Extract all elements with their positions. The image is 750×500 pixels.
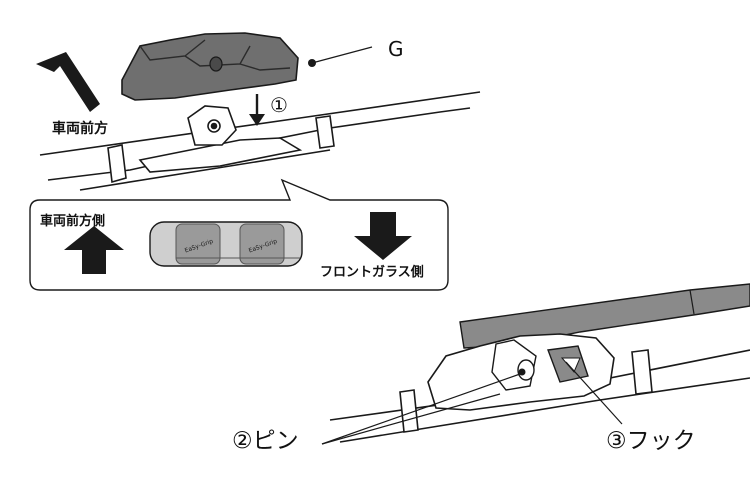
hook-leader: [565, 361, 623, 425]
pin-label: ②ピン: [232, 428, 299, 454]
part-g: [121, 32, 299, 101]
inset-windshield-side-label: フロントガラス側: [320, 264, 424, 280]
down-arrow-large-icon: [354, 212, 412, 260]
blade-adapter-bottom: [427, 333, 615, 411]
front-direction-label: 車両前方: [52, 120, 108, 137]
pin-leader-2: [321, 393, 501, 445]
wiper-blade-top: [39, 91, 481, 191]
blade-adapter-top: [187, 105, 237, 146]
pin-leader-1: [321, 373, 521, 445]
hook-label: ③フック: [606, 428, 696, 454]
inset-front-side-label: 車両前方側: [40, 213, 105, 229]
front-direction-arrow-icon: [36, 52, 100, 112]
down-arrow-icon: [249, 94, 265, 126]
inset-part-topview: EaSy-Grip EaSy-Grip: [149, 221, 303, 267]
label-g: G: [388, 37, 404, 61]
up-arrow-icon: [64, 226, 124, 274]
g-leader-line: [311, 46, 373, 64]
step1-label: ①: [270, 93, 288, 117]
